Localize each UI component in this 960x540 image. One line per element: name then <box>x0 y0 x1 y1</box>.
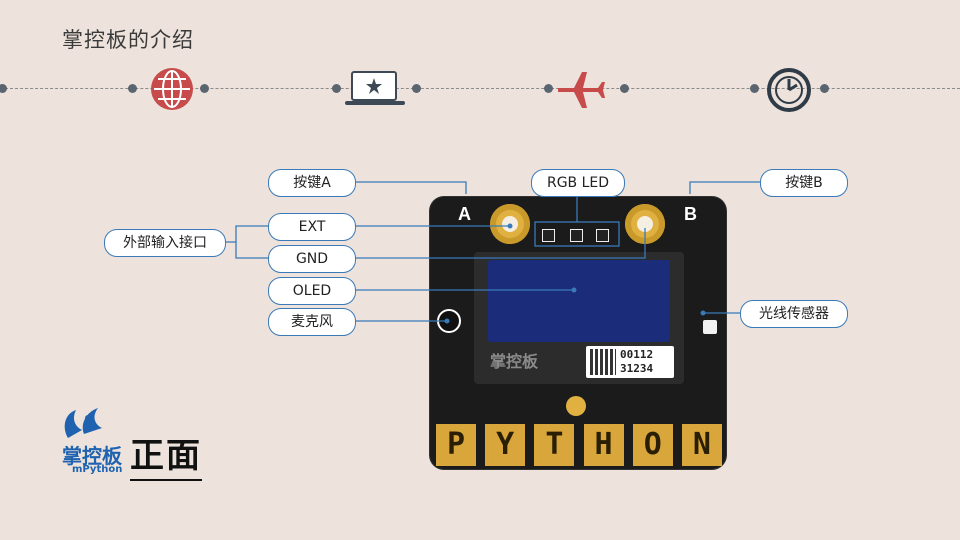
page-title: 掌控板的介绍 <box>62 28 194 52</box>
gold-finger-letter: N <box>681 424 722 466</box>
label-light-sensor: 光线传感器 <box>740 300 848 328</box>
board-letter-b: B <box>684 204 697 224</box>
rgb-led-3 <box>596 229 609 242</box>
gold-finger-letter: P <box>436 424 476 466</box>
timeline-dot <box>332 84 341 93</box>
python-gold-fingers: P Y T H O N <box>436 424 722 466</box>
bottom-pad <box>566 396 586 416</box>
gold-finger-letter: T <box>534 424 575 466</box>
timeline-dot <box>128 84 137 93</box>
gold-finger-letter: Y <box>485 424 526 466</box>
timeline-dot <box>620 84 629 93</box>
serial-line-2: 31234 <box>620 362 654 375</box>
timeline-dot <box>750 84 759 93</box>
qr-code-icon <box>590 349 616 375</box>
label-ext: EXT <box>268 213 356 241</box>
gold-finger-letter: O <box>632 424 673 466</box>
rgb-led-2 <box>570 229 583 242</box>
timeline-line <box>0 88 960 89</box>
laptop-star-icon <box>345 71 405 105</box>
mpython-logo-icon <box>64 408 102 438</box>
brand-name: 掌控板 <box>62 444 122 468</box>
timeline-dot <box>544 84 553 93</box>
label-gnd: GND <box>268 245 356 273</box>
oled-screen <box>488 260 670 342</box>
gold-finger-letter: H <box>583 424 624 466</box>
view-label: 正面 <box>130 428 202 481</box>
timeline-dot <box>200 84 209 93</box>
oled-brand: 掌控板 <box>490 352 539 371</box>
rgb-led-1 <box>542 229 555 242</box>
serial-sticker: 00112 31234 <box>586 346 674 378</box>
label-button-b: 按键B <box>760 169 848 197</box>
board-letter-a: A <box>458 204 471 224</box>
label-oled: OLED <box>268 277 356 305</box>
label-mic: 麦克风 <box>268 308 356 336</box>
timeline <box>0 60 960 120</box>
label-rgb-led: RGB LED <box>531 169 625 197</box>
brand-sub: mPython <box>72 464 123 475</box>
timeline-dot <box>0 84 7 93</box>
airplane-icon <box>558 72 605 108</box>
light-sensor <box>703 320 717 334</box>
timeline-dot <box>820 84 829 93</box>
serial-number: 00112 31234 <box>620 348 653 376</box>
label-button-a: 按键A <box>268 169 356 197</box>
globe-icon <box>151 68 193 110</box>
clock-icon <box>767 68 811 112</box>
label-ext-input: 外部输入接口 <box>104 229 226 257</box>
serial-line-1: 00112 <box>620 348 654 361</box>
timeline-dot <box>412 84 421 93</box>
oled-module: 掌控板 00112 31234 <box>474 252 684 384</box>
